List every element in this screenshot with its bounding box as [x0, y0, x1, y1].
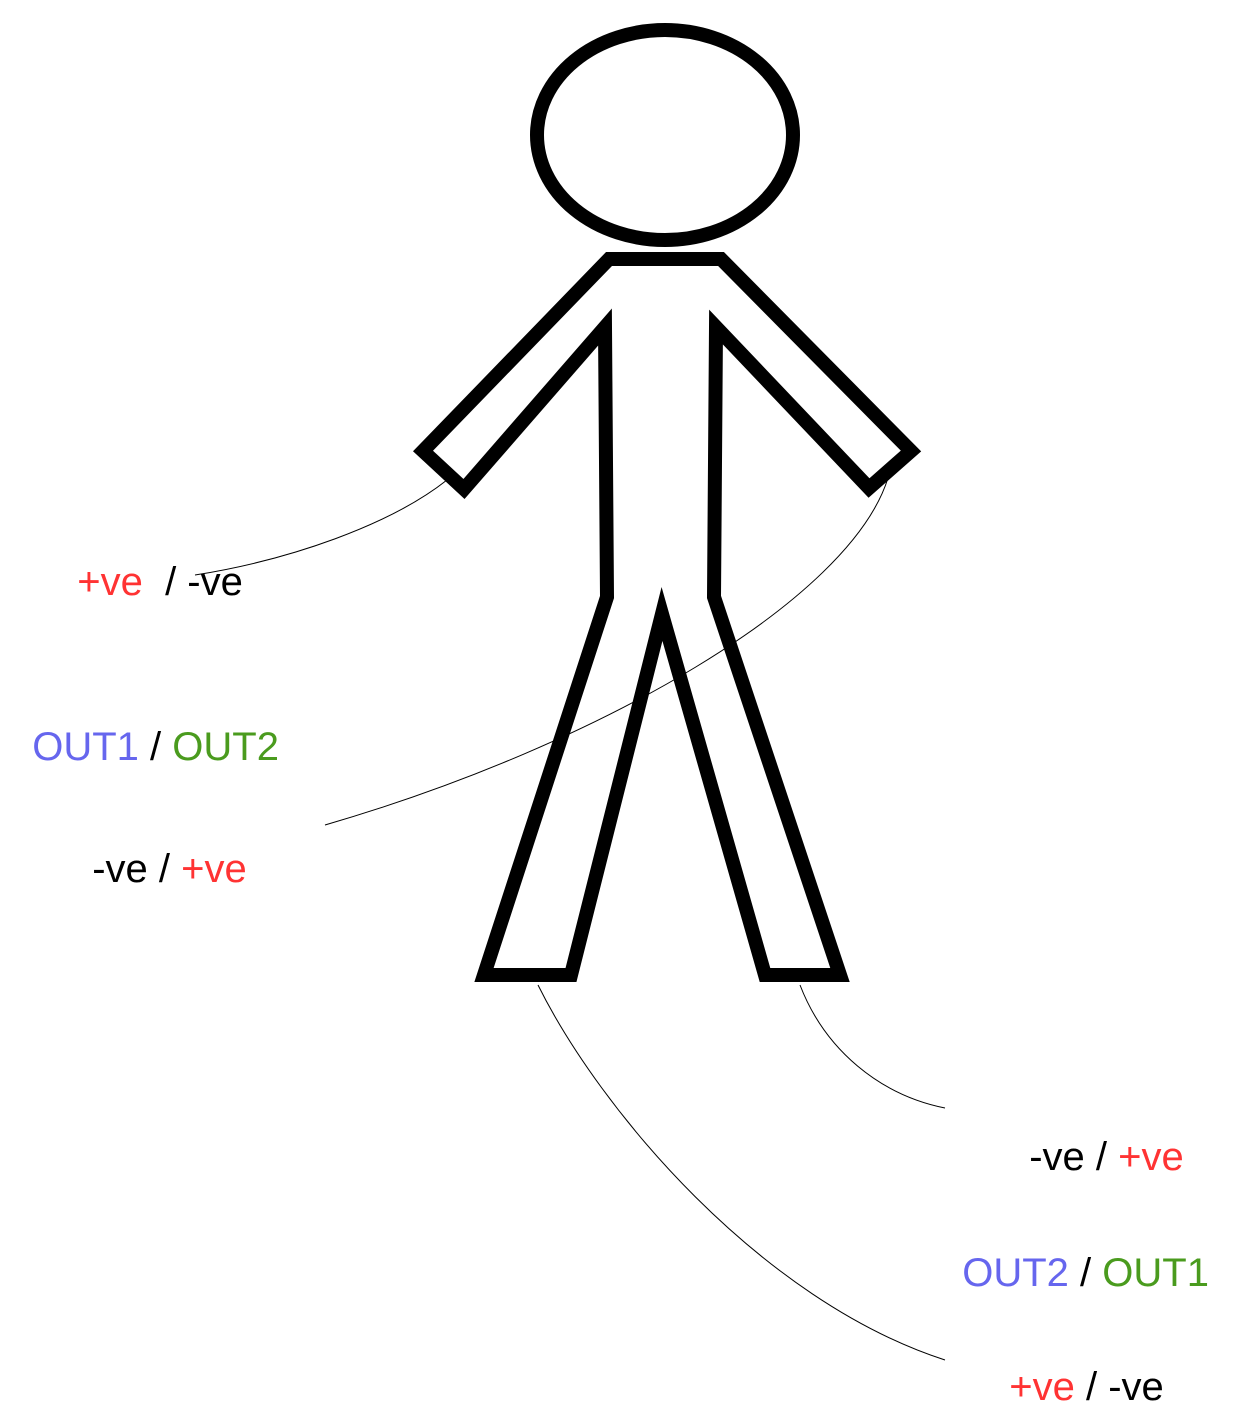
- right-foot-polarity-label: -ve / +ve: [1007, 1097, 1184, 1177]
- right-arm-positive: +ve: [181, 847, 247, 891]
- left-outputs-separator: /: [138, 725, 173, 769]
- right-arm-separator: /: [147, 847, 182, 891]
- left-foot-polarity-label: +ve / -ve: [987, 1327, 1164, 1407]
- right-arm-polarity-label: -ve / +ve: [70, 809, 247, 889]
- left-arm-positive: +ve: [77, 560, 143, 604]
- stick-figure-diagram: [194, 23, 946, 1361]
- left-outputs-label: OUT1 / OUT2: [10, 687, 279, 767]
- right-outputs-separator: /: [1068, 1251, 1103, 1295]
- figure-body: [412, 252, 922, 982]
- wire-right-foot: [799, 984, 946, 1109]
- left-foot-positive: +ve: [1009, 1365, 1075, 1409]
- left-arm-negative: -ve: [187, 560, 243, 604]
- right-outputs-label: OUT2 / OUT1: [940, 1213, 1209, 1293]
- right-output-1: OUT1: [1102, 1251, 1209, 1295]
- wire-right-arm: [324, 477, 889, 826]
- left-foot-separator: /: [1074, 1365, 1109, 1409]
- left-output-2: OUT2: [172, 725, 279, 769]
- figure-head: [530, 23, 800, 247]
- right-foot-negative: -ve: [1029, 1135, 1085, 1179]
- wire-left-foot: [537, 984, 946, 1361]
- left-arm-separator: /: [142, 560, 188, 604]
- left-foot-negative: -ve: [1108, 1365, 1164, 1409]
- right-foot-separator: /: [1084, 1135, 1119, 1179]
- right-arm-negative: -ve: [92, 847, 148, 891]
- left-arm-polarity-label: +ve / -ve: [55, 522, 243, 602]
- right-output-2: OUT2: [962, 1251, 1069, 1295]
- wire-left-arm: [194, 479, 448, 576]
- right-foot-positive: +ve: [1118, 1135, 1184, 1179]
- left-output-1: OUT1: [32, 725, 139, 769]
